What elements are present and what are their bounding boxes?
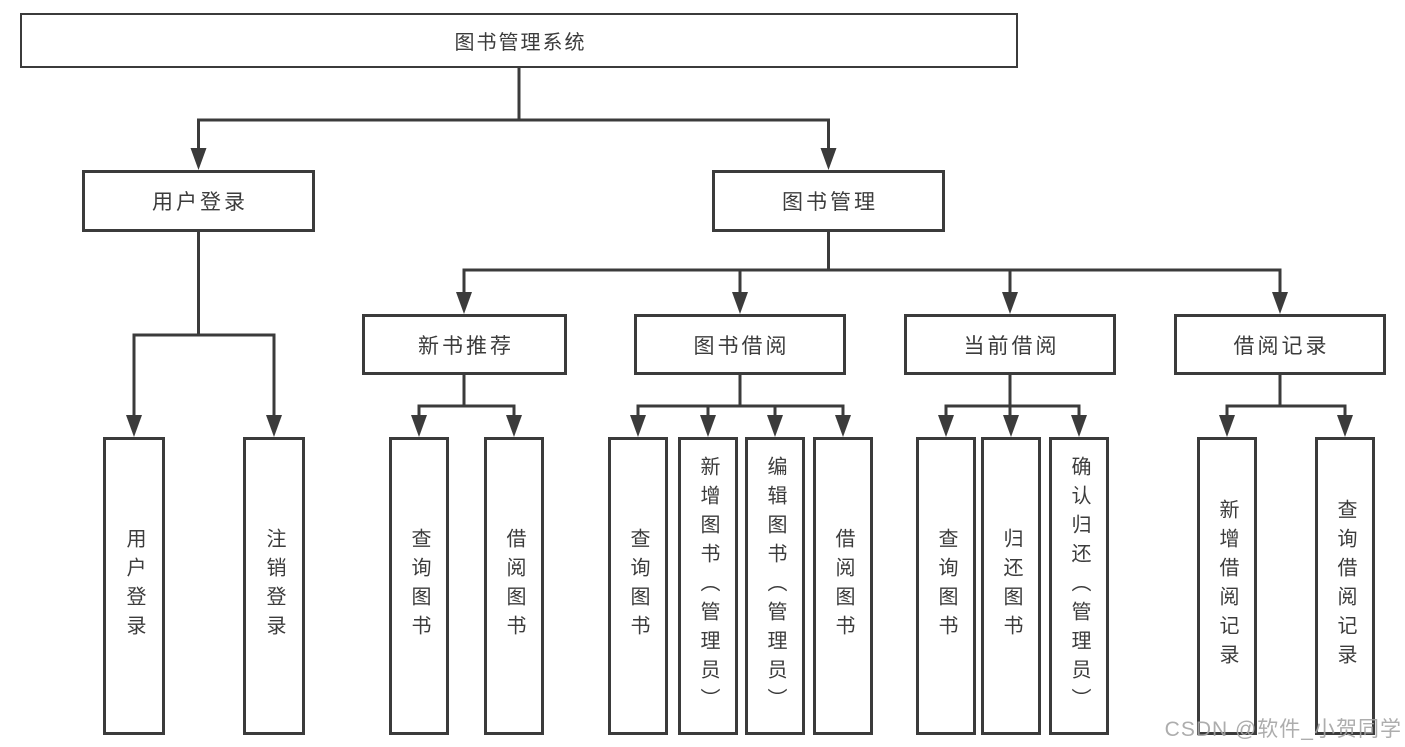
leaf-records-add-record: 新增借阅记录: [1197, 437, 1257, 735]
leaf-borrowing-edit-books-admin-label: 编辑图书（管理员）: [764, 455, 786, 717]
leaf-records-add-record-label: 新增借阅记录: [1216, 499, 1238, 673]
node-borrowing-records: 借阅记录: [1174, 314, 1386, 375]
leaf-newbook-query-books-label: 查询图书: [408, 528, 430, 644]
leaf-logout: 注销登录: [243, 437, 305, 735]
node-current-borrowing-label: 当前借阅: [963, 334, 1060, 358]
leaf-borrowing-borrow-books-label: 借阅图书: [832, 528, 854, 644]
leaf-newbook-query-books: 查询图书: [389, 437, 449, 735]
node-current-borrowing: 当前借阅: [904, 314, 1116, 375]
leaf-current-return-books: 归还图书: [981, 437, 1041, 735]
node-new-book-recommend-label: 新书推荐: [418, 334, 514, 358]
leaf-borrowing-add-books-admin: 新增图书（管理员）: [678, 437, 738, 735]
leaf-borrowing-query-books: 查询图书: [608, 437, 668, 735]
leaf-user-login-label: 用户登录: [123, 528, 145, 644]
leaf-user-login: 用户登录: [103, 437, 165, 735]
leaf-logout-label: 注销登录: [263, 528, 285, 644]
leaf-current-confirm-return-admin: 确认归还（管理员）: [1049, 437, 1109, 735]
node-book-borrowing-label: 图书借阅: [693, 334, 790, 358]
leaf-current-return-books-label: 归还图书: [1000, 528, 1022, 644]
node-user-login: 用户登录: [82, 170, 315, 232]
leaf-current-confirm-return-admin-label: 确认归还（管理员）: [1068, 455, 1090, 717]
node-new-book-recommend: 新书推荐: [362, 314, 567, 375]
leaf-current-query-books-label: 查询图书: [935, 528, 957, 644]
node-book-borrowing: 图书借阅: [634, 314, 846, 375]
node-library-system: 图书管理系统: [20, 13, 1018, 68]
leaf-borrowing-add-books-admin-label: 新增图书（管理员）: [697, 455, 719, 717]
leaf-current-query-books: 查询图书: [916, 437, 976, 735]
leaf-borrowing-edit-books-admin: 编辑图书（管理员）: [745, 437, 805, 735]
node-borrowing-records-label: 借阅记录: [1233, 334, 1330, 358]
node-book-management-label: 图书管理: [782, 191, 878, 214]
node-user-login-label: 用户登录: [152, 191, 248, 214]
leaf-borrowing-query-books-label: 查询图书: [627, 528, 649, 644]
leaf-records-query-record: 查询借阅记录: [1315, 437, 1375, 735]
node-book-management: 图书管理: [712, 170, 945, 232]
leaf-borrowing-borrow-books: 借阅图书: [813, 437, 873, 735]
leaf-newbook-borrow-books-label: 借阅图书: [503, 528, 525, 644]
leaf-newbook-borrow-books: 借阅图书: [484, 437, 544, 735]
node-library-system-label: 图书管理系统: [454, 32, 587, 54]
leaf-records-query-record-label: 查询借阅记录: [1334, 499, 1356, 673]
